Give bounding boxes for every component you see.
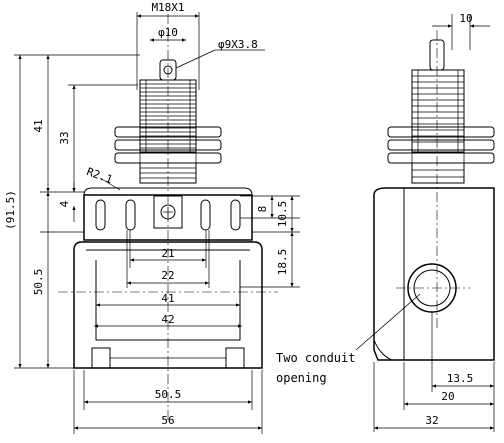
radius-label: R2.1 (85, 165, 114, 186)
roller-label: φ9X3.8 (218, 38, 258, 51)
width-22-label: 22 (161, 269, 174, 282)
dim-10-5-label: 10.5 (276, 201, 289, 228)
width-42-label: 42 (161, 313, 174, 326)
side-threaded-shaft (411, 69, 465, 153)
radius-leader (99, 177, 121, 191)
width-56-label: 56 (161, 414, 174, 427)
dim-4-label: 4 (58, 200, 71, 207)
mounting-slot (95, 199, 106, 231)
height-41-label: 41 (32, 119, 45, 132)
front-view: M18X1 φ10 φ9X3.8 (4, 1, 300, 434)
side-nuts (387, 126, 495, 164)
mounting-slot (125, 199, 136, 231)
width-50-5-label: 50.5 (155, 388, 182, 401)
mounting-nuts (114, 126, 222, 164)
mounting-slot (230, 199, 241, 231)
annotation-line2: opening (276, 371, 327, 385)
side-body (373, 187, 495, 361)
dim-18-5-label: 18.5 (276, 249, 289, 276)
overall-height-label: (91.5) (4, 190, 17, 230)
roller-pin (163, 65, 173, 75)
annotation-line1: Two conduit (276, 351, 355, 365)
side-top-10-label: 10 (459, 12, 472, 25)
height-50-5-label: 50.5 (32, 269, 45, 296)
side-13-5-label: 13.5 (447, 372, 474, 385)
annotation-leader (355, 293, 421, 351)
roller-leader (175, 49, 216, 69)
width-41-label: 41 (161, 292, 174, 305)
side-32-label: 32 (425, 414, 438, 427)
dim-8-label: 8 (256, 206, 269, 213)
switch-body (73, 241, 263, 369)
height-33-label: 33 (58, 131, 71, 144)
thread-label: M18X1 (151, 1, 184, 14)
mounting-slot (200, 199, 211, 231)
center-screw (160, 204, 176, 220)
mounting-flange (83, 187, 253, 241)
side-20-label: 20 (441, 390, 454, 403)
side-view: 10 (276, 12, 495, 432)
width-21-label: 21 (161, 247, 174, 260)
